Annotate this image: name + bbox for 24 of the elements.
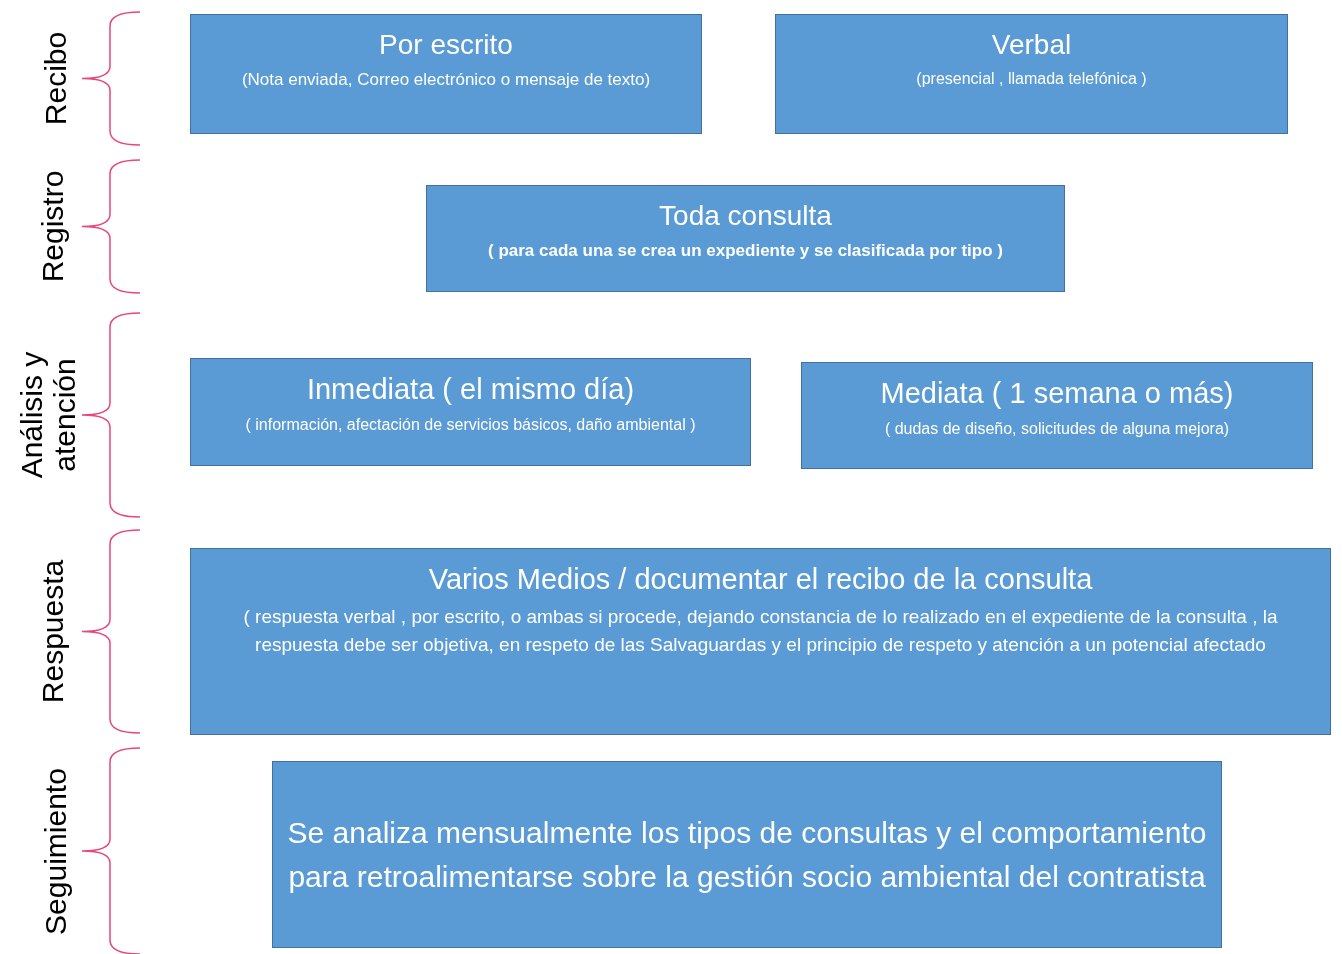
process-box — [426, 185, 1065, 292]
box-description: (presencial , llamada telefónica ) — [916, 69, 1147, 90]
box-description: ( información, afectación de servicios básicos, daño ambiental ) — [245, 414, 696, 435]
process-box — [190, 358, 751, 466]
process-box — [272, 761, 1222, 948]
box-heading: Por escrito — [379, 28, 513, 62]
box-description: (Nota enviada, Correo electrónico o mensaje de texto) — [241, 69, 651, 92]
stage-label: Registro — [35, 169, 69, 285]
box-heading: Verbal — [991, 28, 1072, 62]
process-box — [775, 14, 1288, 134]
stage-label: Respuesta — [35, 558, 69, 706]
box-description: ( para cada una se crea un expediente y se clasificada por tipo ) — [488, 240, 1003, 263]
box-heading: Toda consulta — [659, 199, 832, 233]
stage-label: Análisis y atención — [15, 350, 81, 481]
box-heading: Inmediata ( el mismo día) — [306, 372, 635, 407]
process-box — [190, 14, 702, 134]
process-box — [801, 362, 1313, 469]
box-description: ( respuesta verbal , por escrito, o ambas si procede, dejando constancia de lo realizado en el expediente de la consulta , la respuesta debe ser objetiva, en respeto de las Salvaguardas y el principio de respeto y atención a un potencial afectado — [242, 604, 1279, 658]
process-box — [190, 548, 1331, 735]
box-heading: Se analiza mensualmente los tipos de consultas y el comportamiento para retroalimentarse sobre la gestión socio ambiental del contratista — [286, 815, 1208, 895]
box-heading: Mediata ( 1 semana o más) — [880, 376, 1234, 411]
box-heading: Varios Medios / documentar el recibo de la consulta — [428, 562, 1093, 597]
box-description: ( dudas de diseño, solicitudes de alguna mejora) — [884, 418, 1230, 439]
stage-label: Seguimiento — [38, 766, 72, 937]
